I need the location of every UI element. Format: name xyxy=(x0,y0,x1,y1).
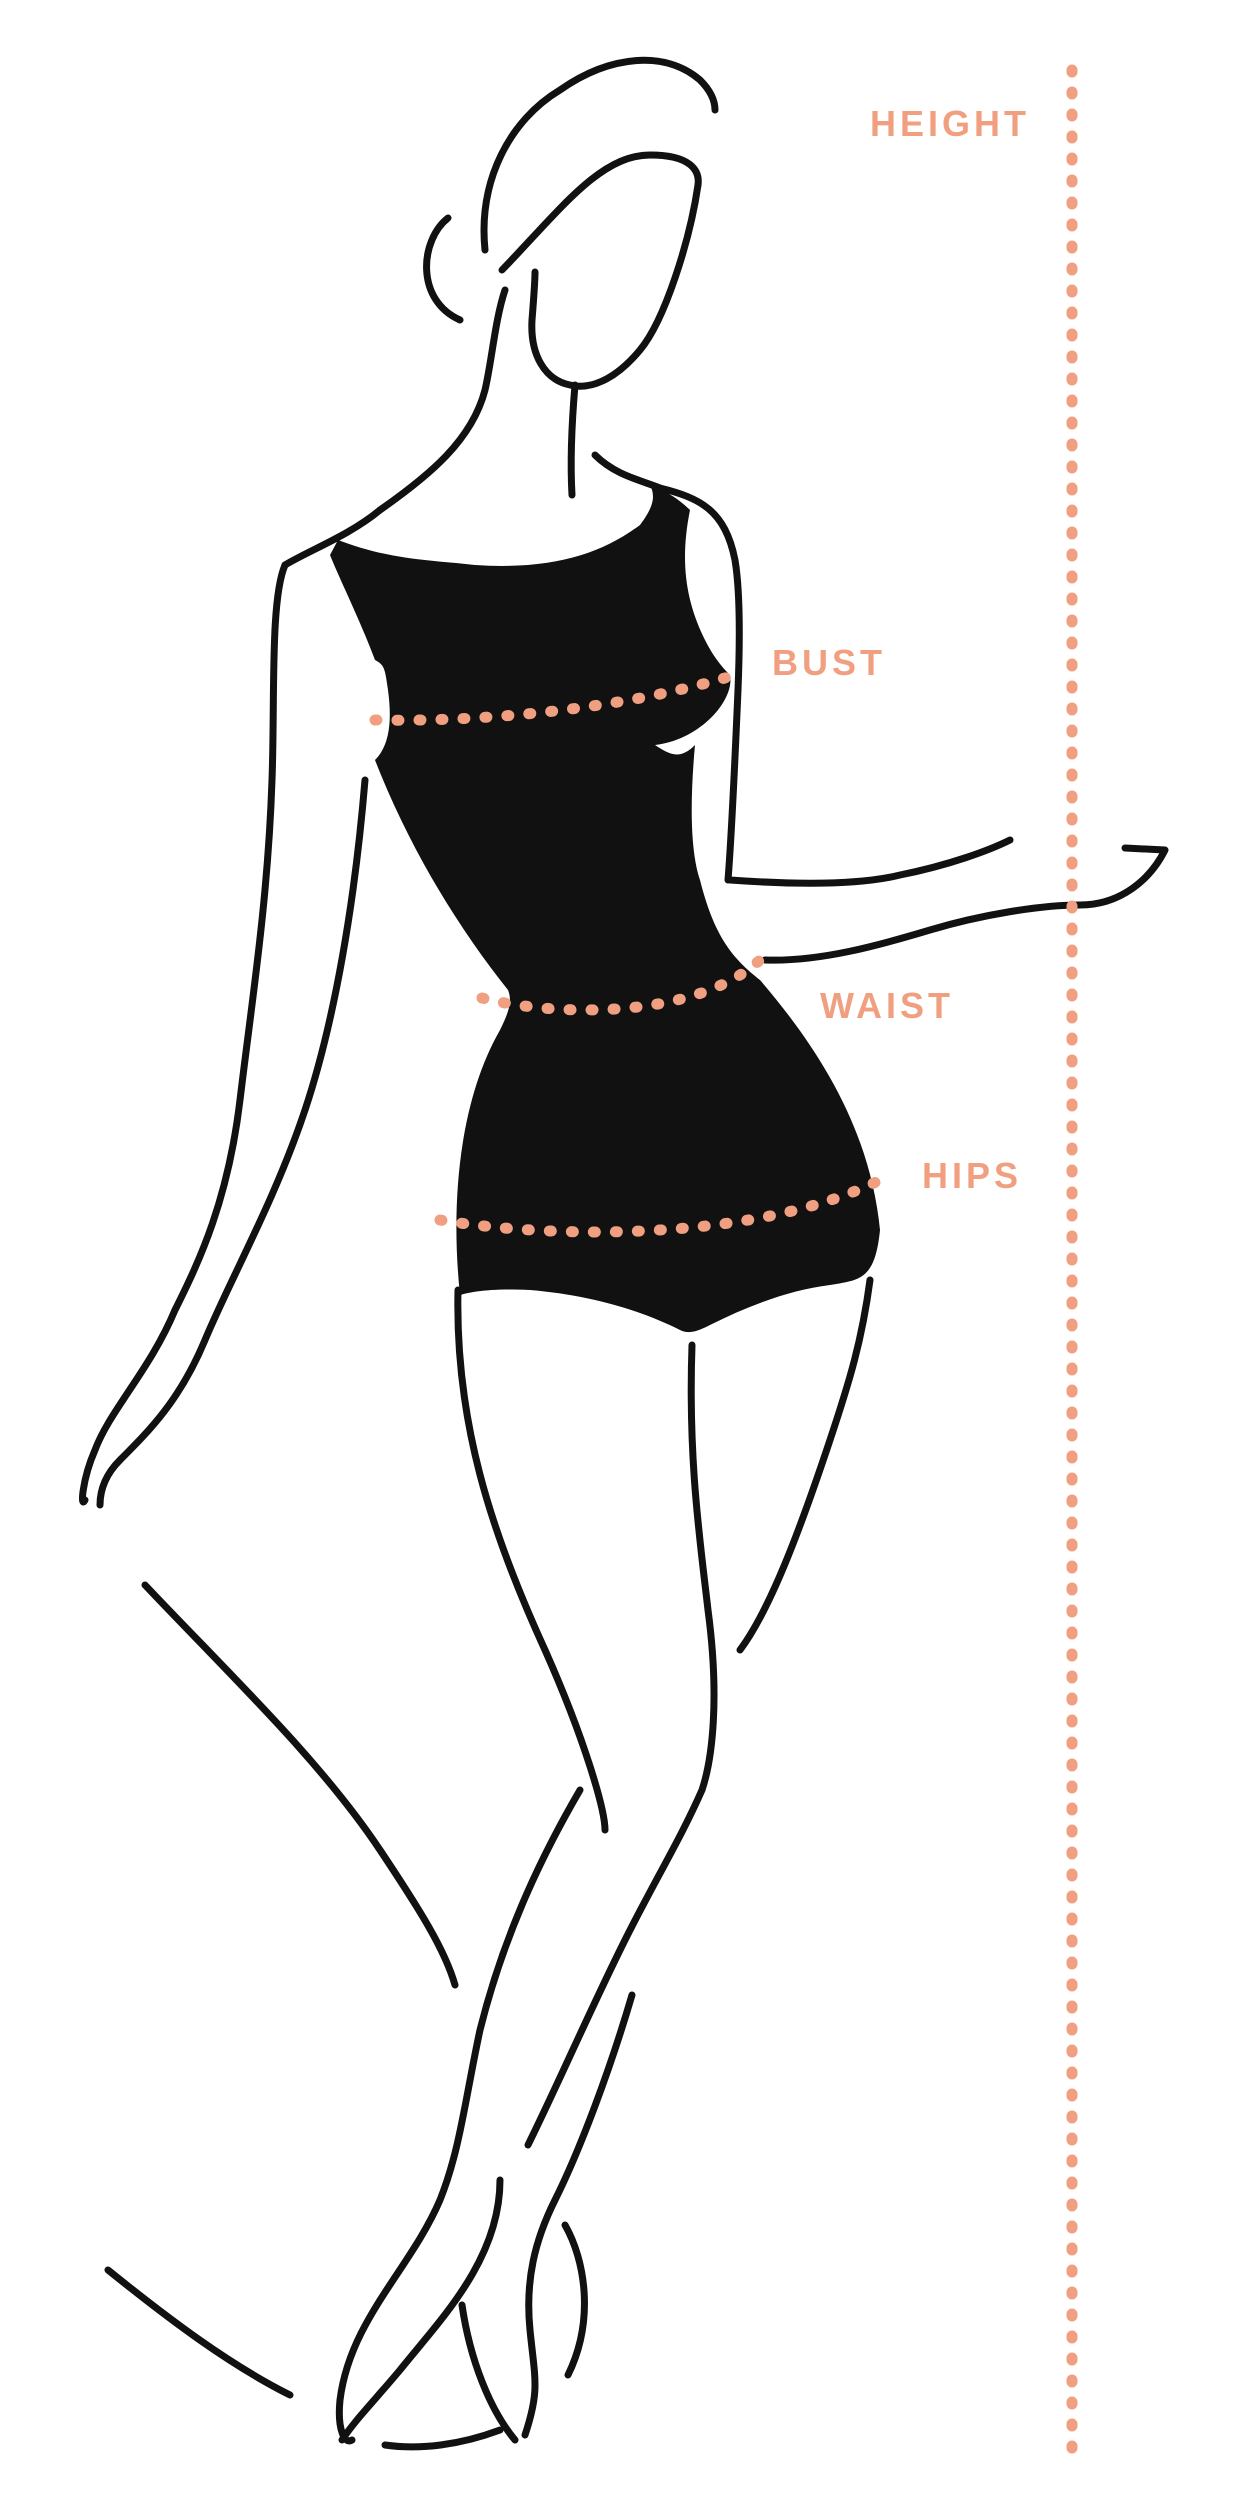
leotard-neckline xyxy=(395,490,650,558)
leotard-shape xyxy=(330,485,880,1333)
right-leg-outer xyxy=(736,1276,874,1654)
height-label: HEIGHT xyxy=(870,103,1031,144)
left-leg-outer xyxy=(454,1286,609,1834)
waist-label: WAIST xyxy=(820,985,954,1026)
hips-guide-line xyxy=(434,1174,886,1238)
left-calf-stroke xyxy=(338,2176,504,2444)
face-outline xyxy=(528,181,702,390)
trailing-foot-curve xyxy=(561,2221,588,2379)
collar-right-stroke xyxy=(591,451,743,694)
left-arm-inner xyxy=(96,776,369,1509)
bust-guide-line xyxy=(369,669,741,726)
left-shin-stroke xyxy=(521,1991,636,2439)
neck-back-stroke xyxy=(281,286,509,569)
right-leg-inner xyxy=(524,1341,718,2149)
figure-outline xyxy=(78,56,1169,2451)
left-arm-outer xyxy=(78,561,289,1506)
hair-stroke xyxy=(480,56,719,254)
bust-label: BUST xyxy=(772,642,886,683)
left-hand-stroke xyxy=(141,1581,459,1989)
left-knee-stroke xyxy=(335,1786,584,2445)
left-foot-bottom xyxy=(381,2426,504,2451)
right-foot-stroke xyxy=(458,2301,519,2444)
right-arm-forearm-top xyxy=(726,836,1014,887)
trailing-foot-stroke xyxy=(104,2266,294,2399)
hips-label: HIPS xyxy=(922,1155,1023,1196)
hair-inner-stroke xyxy=(498,151,702,274)
measurement-guides xyxy=(369,64,1078,2461)
right-arm-forearm-bottom xyxy=(761,844,1169,964)
right-arm-upper xyxy=(724,686,742,884)
neck-front-stroke xyxy=(567,381,579,499)
hair-bun-stroke xyxy=(423,214,464,324)
